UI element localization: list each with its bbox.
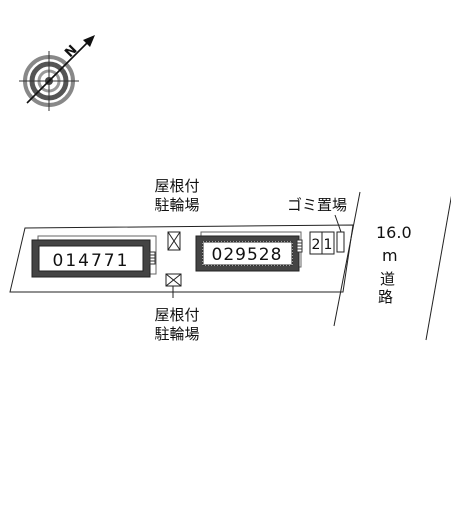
building-2-id: 029528 xyxy=(212,245,283,265)
road-width-unit: m xyxy=(382,246,398,265)
bicycle-top-line1: 屋根付 xyxy=(154,177,199,195)
road-width-value: 16.0 xyxy=(376,223,412,242)
garbage-label: ゴミ置場 xyxy=(287,196,347,214)
garbage-area xyxy=(336,231,345,253)
building-1-inner xyxy=(38,245,144,272)
garbage-leader xyxy=(334,214,342,233)
road-label-char1: 道 xyxy=(380,270,395,288)
bicycle-bottom-line1: 屋根付 xyxy=(154,306,199,324)
unit-1-label: 1 xyxy=(324,237,333,253)
bicycle-top-line2: 駐輪場 xyxy=(154,196,199,214)
bicycle-bottom-line2: 駐輪場 xyxy=(154,325,199,343)
unit-2-label: 2 xyxy=(312,237,321,253)
unit-box-1 xyxy=(321,231,335,255)
road-edge-left xyxy=(333,191,361,327)
compass-icon xyxy=(19,35,95,111)
compass-north-label: N xyxy=(62,43,80,61)
road-label-char2: 路 xyxy=(378,288,393,306)
road-edge-right xyxy=(425,195,451,341)
building-1-id: 014771 xyxy=(53,251,130,271)
